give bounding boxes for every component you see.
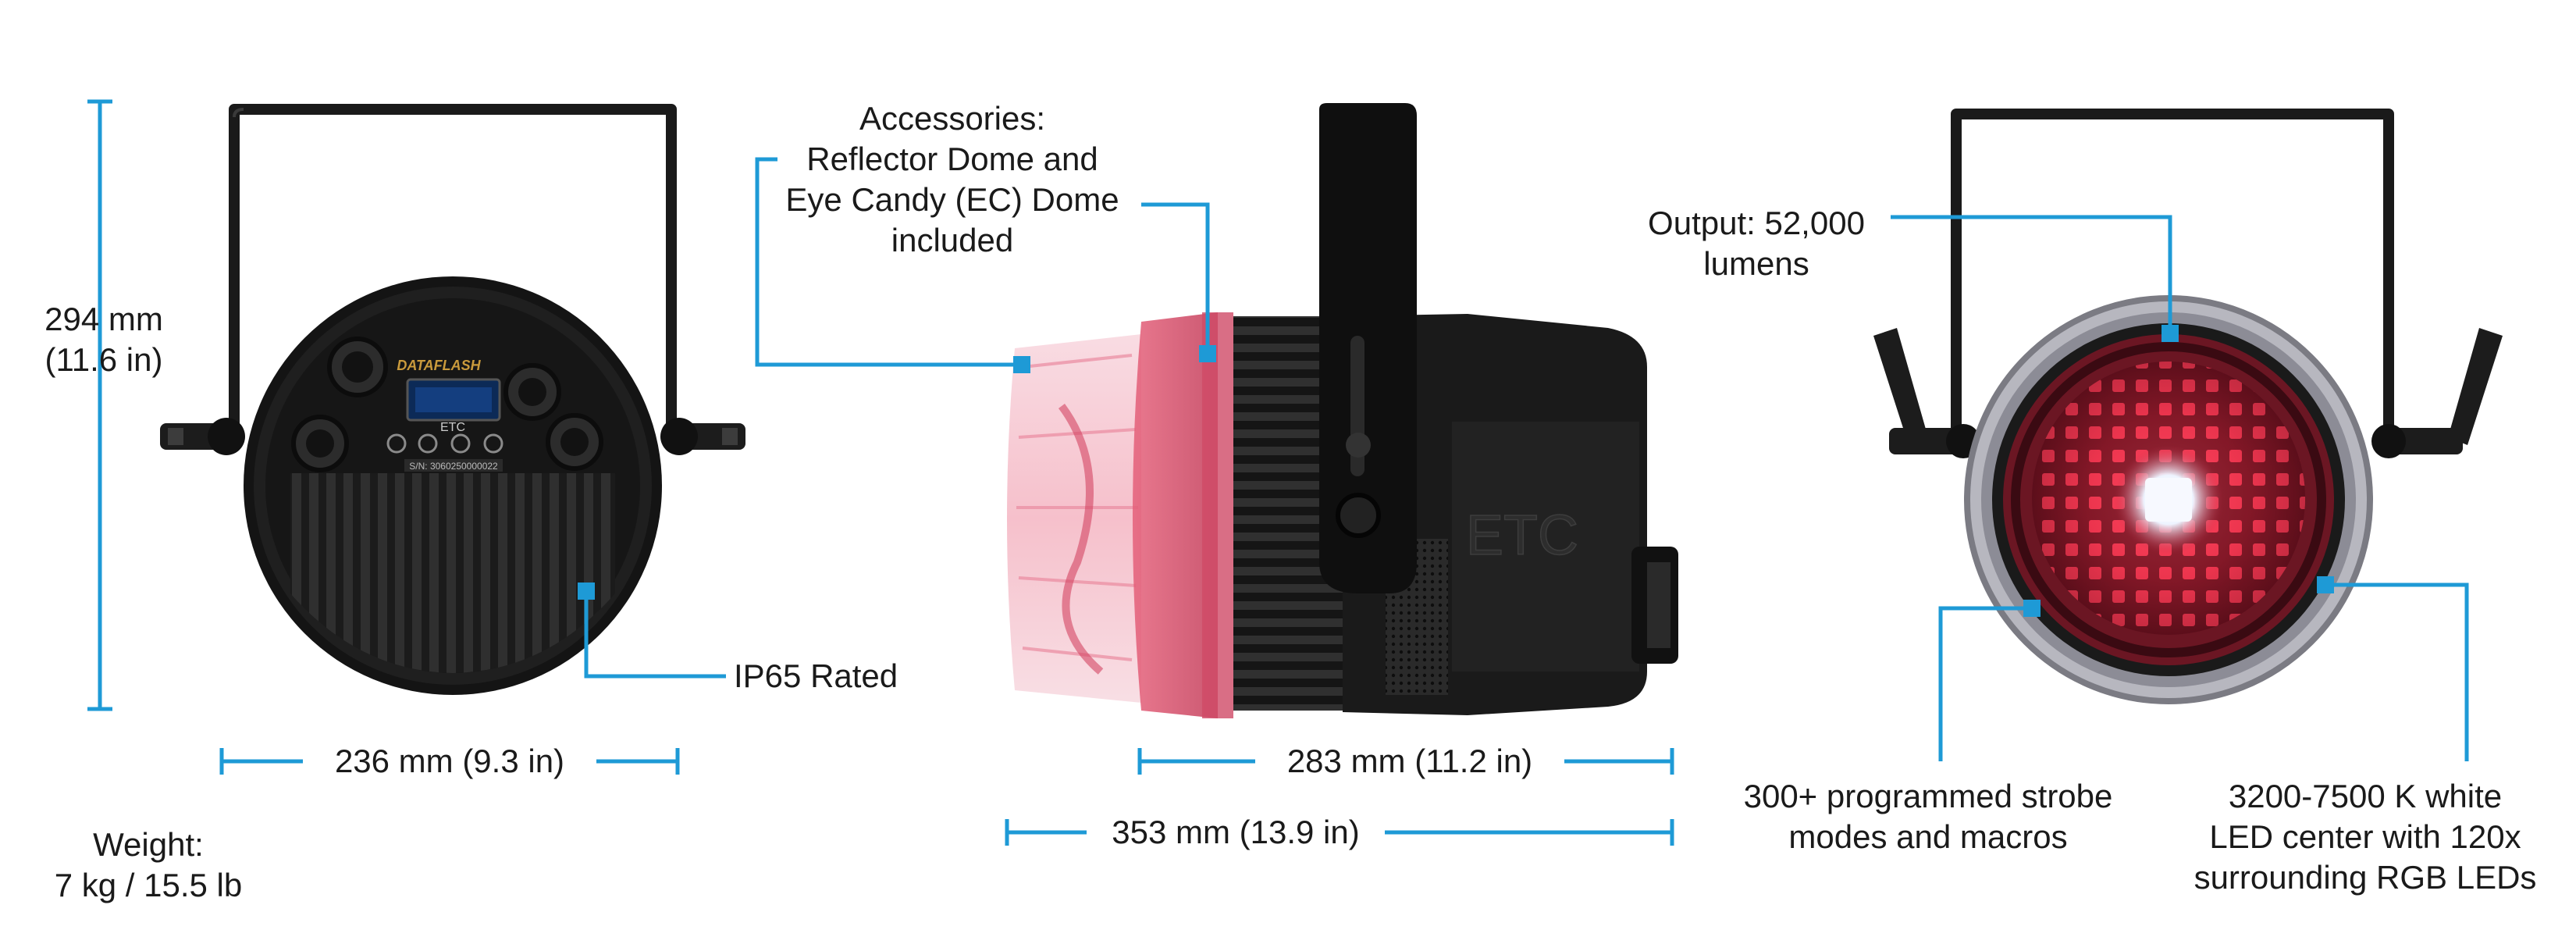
fixture-side-view: ETC: [1007, 103, 1678, 718]
output-title: Output: 52,000: [1648, 205, 1865, 241]
accessories-line4: included: [891, 222, 1014, 258]
weight-title: Weight:: [93, 826, 204, 863]
ip-rating-text: IP65 Rated: [734, 657, 898, 694]
output-label: Output: 52,000 lumens: [1624, 203, 1889, 284]
dimension-lines-middle: [755, 157, 1674, 846]
height-in: (11.6 in): [44, 341, 163, 378]
dimension-lines-left: [87, 99, 726, 775]
strobe-label: 300+ programmed strobe modes and macros: [1710, 776, 2147, 857]
height-mm: 294 mm: [44, 301, 163, 337]
callout-lines-right: [1891, 215, 2469, 761]
serial-number-text: S/N: 3060250000022: [409, 461, 498, 472]
accessories-label: Accessories: Reflector Dome and Eye Cand…: [781, 98, 1124, 261]
led-line1: 3200-7500 K white: [2228, 778, 2503, 814]
output-unit: lumens: [1703, 245, 1809, 282]
accessories-title: Accessories:: [859, 100, 1046, 137]
weight-value: 7 kg / 15.5 lb: [54, 867, 243, 903]
width-dimension-label: 236 mm (9.3 in): [303, 741, 596, 782]
depth-text-2: 353 mm (13.9 in): [1112, 814, 1360, 850]
side-brand-text: ETC: [1466, 504, 1578, 567]
height-dimension-label: 294 mm (11.6 in): [30, 299, 178, 380]
fixture-front-view: [1873, 109, 2503, 704]
depth-text-1: 283 mm (11.2 in): [1286, 743, 1533, 779]
depth-dimension-label-1: 283 mm (11.2 in): [1255, 741, 1564, 782]
accessories-line3: Eye Candy (EC) Dome: [785, 181, 1119, 218]
led-line2: LED center with 120x: [2209, 818, 2521, 855]
strobe-line2: modes and macros: [1788, 818, 2068, 855]
ip-rating-label: IP65 Rated: [734, 656, 921, 697]
fixture-rear-view: S/N: 3060250000022 ETC DATAFLASH: [160, 104, 745, 695]
weight-label: Weight: 7 kg / 15.5 lb: [47, 825, 250, 906]
rear-brand-text: ETC: [440, 421, 465, 434]
accessories-line2: Reflector Dome and: [806, 141, 1098, 177]
model-name-text: DATAFLASH: [397, 358, 481, 373]
width-text: 236 mm (9.3 in): [334, 743, 565, 779]
depth-dimension-label-2: 353 mm (13.9 in): [1087, 812, 1385, 853]
led-label: 3200-7500 K white LED center with 120x s…: [2170, 776, 2560, 898]
strobe-line1: 300+ programmed strobe: [1743, 778, 2113, 814]
led-line3: surrounding RGB LEDs: [2194, 859, 2537, 896]
